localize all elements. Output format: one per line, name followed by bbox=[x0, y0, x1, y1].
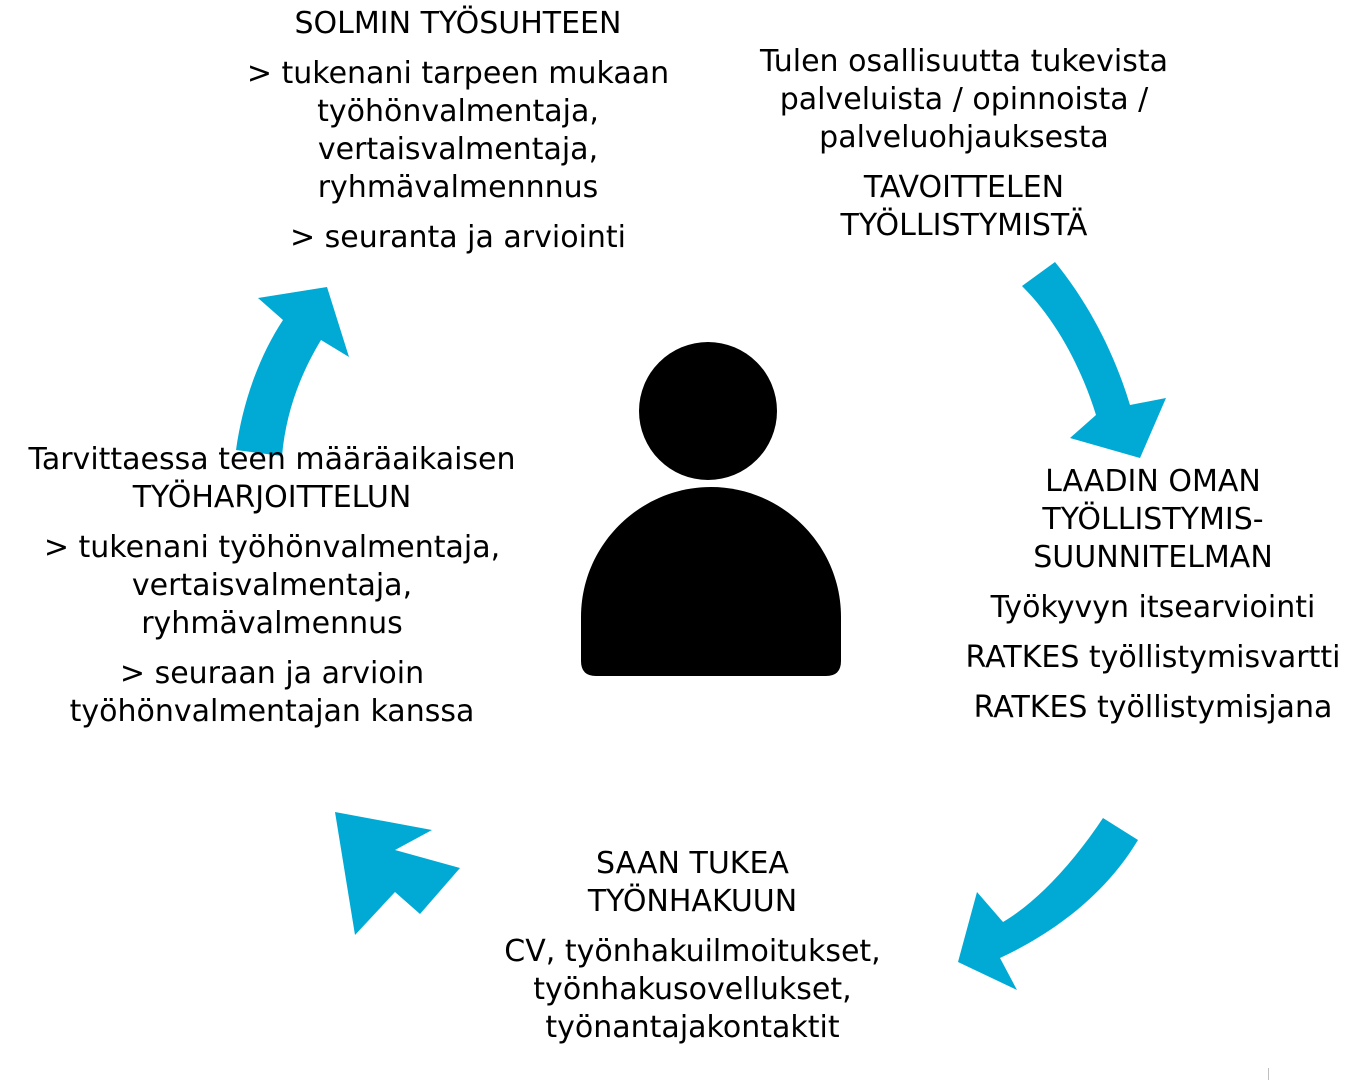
step-jobsearch-title: TYÖNHAKUUN bbox=[587, 884, 798, 919]
person-icon bbox=[581, 342, 841, 676]
step-goal-title: TAVOITTELEN bbox=[863, 170, 1065, 205]
arrow-top-right bbox=[1022, 262, 1166, 458]
step-plan-title: SUUNNITELMAN bbox=[1033, 540, 1273, 575]
step-goal-line: Tulen osallisuutta tukevista bbox=[759, 44, 1168, 79]
step-plan-item: RATKES työllistymisvartti bbox=[965, 640, 1341, 675]
arrow-bottom-right bbox=[958, 818, 1138, 990]
step-goal-title: TYÖLLISTYMISTÄ bbox=[840, 208, 1088, 243]
step-internship-follow: > seuraan ja arvioin bbox=[119, 656, 425, 691]
step-employment: SOLMIN TYÖSUHTEEN > tukenani tarpeen muk… bbox=[230, 5, 686, 257]
step-employment-line: ryhmävalmennnus bbox=[317, 170, 599, 205]
step-goal-line: palveluohjauksesta bbox=[819, 120, 1109, 155]
step-plan-item: Työkyvyn itsearviointi bbox=[990, 590, 1316, 625]
step-jobsearch-line: CV, työnhakuilmoitukset, bbox=[504, 934, 881, 969]
step-internship-title: TYÖHARJOITTELUN bbox=[132, 480, 412, 515]
divider-mark bbox=[1268, 1068, 1269, 1080]
step-plan-title: LAADIN OMAN bbox=[1045, 464, 1261, 499]
arrow-bottom-left bbox=[335, 812, 460, 935]
step-employment-line: > tukenani tarpeen mukaan bbox=[246, 56, 670, 91]
arrow-top-left bbox=[236, 287, 349, 456]
step-internship-support: vertaisvalmentaja, bbox=[131, 568, 413, 603]
step-internship-support: > tukenani työhönvalmentaja, bbox=[43, 530, 501, 565]
step-employment-followup: > seuranta ja arviointi bbox=[289, 220, 627, 255]
step-employment-title: SOLMIN TYÖSUHTEEN bbox=[294, 6, 622, 41]
step-internship: Tarvittaessa teen määräaikaisen TYÖHARJO… bbox=[2, 441, 542, 731]
step-jobsearch: SAAN TUKEA TYÖNHAKUUN CV, työnhakuilmoit… bbox=[460, 845, 925, 1047]
step-goal: Tulen osallisuutta tukevista palveluista… bbox=[735, 43, 1193, 245]
step-plan: LAADIN OMAN TYÖLLISTYMIS- SUUNNITELMAN T… bbox=[948, 463, 1358, 727]
step-goal-line: palveluista / opinnoista / bbox=[779, 82, 1149, 117]
step-employment-line: työhönvalmentaja, bbox=[317, 94, 599, 129]
step-internship-title: Tarvittaessa teen määräaikaisen bbox=[28, 442, 516, 477]
step-plan-title: TYÖLLISTYMIS- bbox=[1042, 502, 1264, 537]
step-employment-line: vertaisvalmentaja, bbox=[317, 132, 599, 167]
step-jobsearch-title: SAAN TUKEA bbox=[596, 846, 789, 881]
step-internship-follow: työhönvalmentajan kanssa bbox=[69, 694, 475, 729]
step-internship-support: ryhmävalmennus bbox=[141, 606, 403, 641]
step-jobsearch-line: työnhakusovellukset, bbox=[533, 972, 852, 1007]
step-plan-item: RATKES työllistymisjana bbox=[973, 690, 1333, 725]
step-jobsearch-line: työnantajakontaktit bbox=[545, 1010, 840, 1045]
